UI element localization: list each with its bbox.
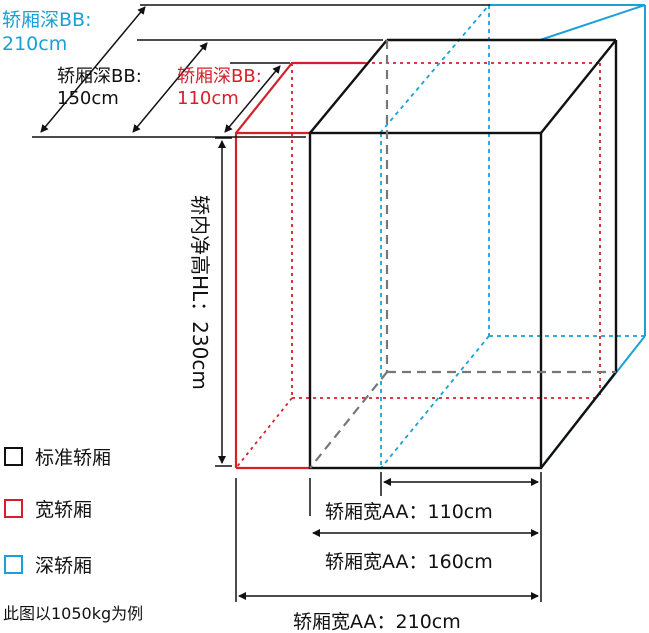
legend-label-wide: 宽轿厢: [35, 499, 92, 521]
wide-cabin: [234, 61, 601, 470]
width-large-label: 轿厢宽AA：210cm: [293, 611, 461, 633]
legend-note: 此图以1050kg为例: [3, 604, 143, 623]
legend-swatch-standard: [4, 447, 23, 466]
legend-item-wide: 宽轿厢: [4, 499, 92, 521]
legend-label-deep: 深轿厢: [35, 555, 92, 577]
width-small-label: 轿厢宽AA：110cm: [325, 501, 493, 523]
legend-swatch-deep: [4, 555, 23, 574]
std-depth-value: 150cm: [57, 88, 119, 109]
legend-swatch-wide: [4, 499, 23, 518]
deep-depth-name: 轿厢深BB:: [2, 9, 91, 31]
height-label: 轿内净高HL：230cm: [188, 195, 212, 390]
width-mid-label: 轿厢宽AA：160cm: [325, 551, 493, 573]
legend-label-standard: 标准轿厢: [35, 447, 111, 469]
wide-depth-name: 轿厢深BB:: [177, 66, 262, 87]
deep-depth-value: 210cm: [2, 33, 67, 55]
dimension-labels: 轿厢深BB: 210cm 轿厢深BB: 150cm 轿厢深BB: 110cm 轿…: [2, 9, 493, 633]
standard-cabin: [308, 38, 618, 470]
legend: 标准轿厢 宽轿厢 深轿厢 此图以1050kg为例: [3, 447, 143, 623]
legend-item-standard: 标准轿厢: [4, 447, 111, 469]
wide-depth-value: 110cm: [177, 88, 239, 109]
dimension-lines: [32, 4, 542, 602]
legend-item-deep: 深轿厢: [4, 555, 92, 577]
std-depth-name: 轿厢深BB:: [57, 66, 142, 87]
